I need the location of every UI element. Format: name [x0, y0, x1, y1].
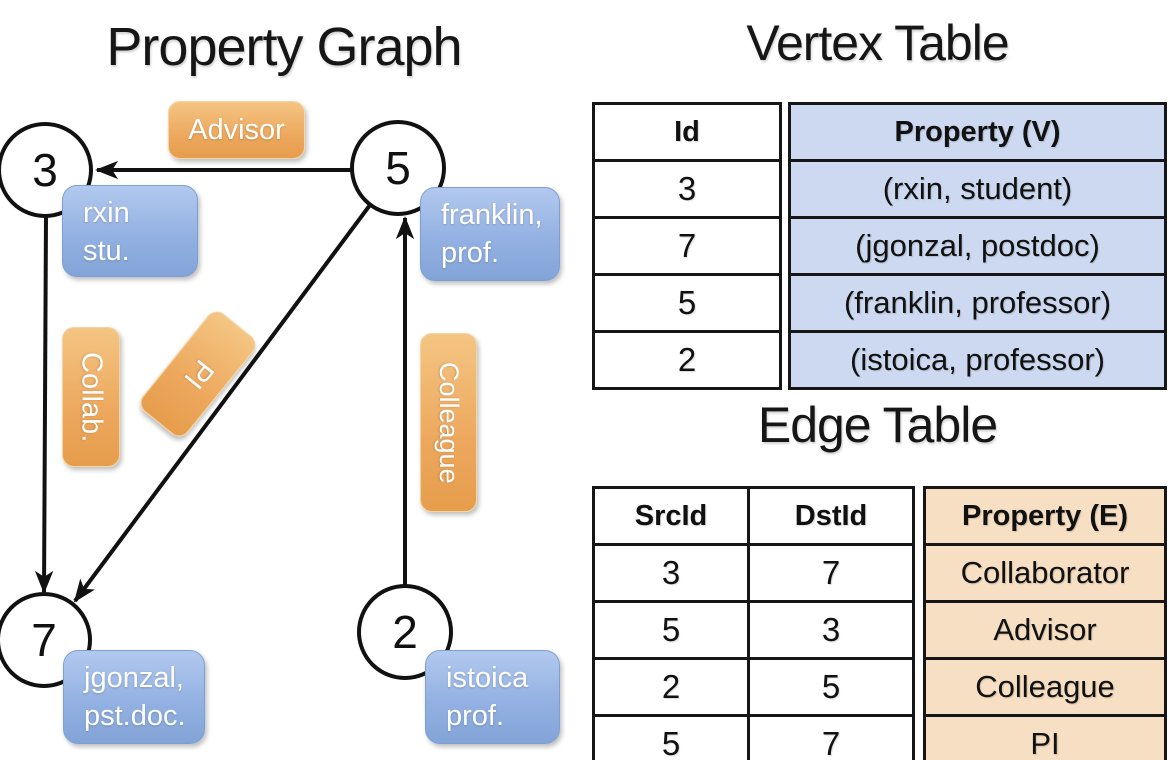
node-circle-5 [350, 120, 446, 216]
edge-label-text: Colleague [434, 361, 464, 484]
vertex-label-line: pst.doc. [84, 700, 186, 732]
vertex-property-cell: (rxin, student) [788, 159, 1167, 219]
edge-property-cell: PI [923, 714, 1167, 760]
vertex-label-line: rxin [83, 197, 130, 229]
edge-dst-cell: 7 [747, 714, 915, 760]
vertex-label-line: franklin, [441, 199, 543, 231]
property-graph-title: Property Graph [106, 17, 462, 77]
vertex-label-istoica: istoica prof. [425, 650, 560, 744]
vertex-label-franklin: franklin, prof. [420, 187, 560, 281]
vertex-label-line: prof. [441, 237, 500, 269]
vertex-label-rxin: rxin stu. [62, 185, 198, 277]
edge-dst-cell: 5 [747, 657, 915, 717]
vertex-label-line: istoica [446, 662, 529, 694]
edge-property-cell: Collaborator [923, 543, 1167, 603]
edge-label-text: PI [177, 353, 220, 396]
edge-src-cell: 2 [592, 657, 750, 717]
vertex-property-header: Property (V) [788, 102, 1167, 162]
vertex-label-line: prof. [446, 700, 505, 732]
graph-edges-canvas [0, 120, 453, 688]
edge-table-title: Edge Table [757, 397, 998, 453]
edge-property-header: Property (E) [923, 486, 1167, 546]
vertex-id-cell: 7 [592, 216, 782, 276]
vertex-label-jgonzal: jgonzal, pst.doc. [63, 650, 205, 744]
vertex-property-cell: (franklin, professor) [788, 273, 1167, 333]
edge-5-7 [73, 203, 372, 603]
edge-label-collab: Collab. [62, 327, 120, 467]
edge-label-text: Advisor [188, 113, 285, 146]
edge-src-header: SrcId [592, 486, 750, 546]
edge-table-id-columns: SrcId DstId 3 7 5 3 2 5 5 7 [592, 486, 915, 760]
vertex-property-cell: (jgonzal, postdoc) [788, 216, 1167, 276]
vertex-table-property-column: Property (V) (rxin, student) (jgonzal, p… [788, 102, 1167, 390]
edge-label-text: Collab. [75, 351, 108, 443]
edge-label-colleague: Colleague [420, 333, 477, 512]
vertex-id-cell: 3 [592, 159, 782, 219]
vertex-id-cell: 2 [592, 330, 782, 390]
edge-property-cell: Colleague [923, 657, 1167, 717]
vertex-label-line: jgonzal, [84, 662, 184, 694]
vertex-label-line: stu. [83, 235, 130, 267]
edge-src-cell: 5 [592, 600, 750, 660]
vertex-id-cell: 5 [592, 273, 782, 333]
edge-table-property-column: Property (E) Collaborator Advisor Collea… [923, 486, 1167, 760]
vertex-id-header: Id [592, 102, 782, 162]
vertex-property-cell: (istoica, professor) [788, 330, 1167, 390]
edge-label-advisor: Advisor [168, 101, 305, 159]
edge-dst-cell: 7 [747, 543, 915, 603]
edge-dst-cell: 3 [747, 600, 915, 660]
vertex-table-title: Vertex Table [746, 15, 1009, 71]
edge-src-cell: 5 [592, 714, 750, 760]
edge-dst-header: DstId [747, 486, 915, 546]
vertex-table-id-column: Id 3 7 5 2 [592, 102, 782, 390]
edge-property-cell: Advisor [923, 600, 1167, 660]
edge-src-cell: 3 [592, 543, 750, 603]
edge-3-7 [34, 215, 54, 594]
